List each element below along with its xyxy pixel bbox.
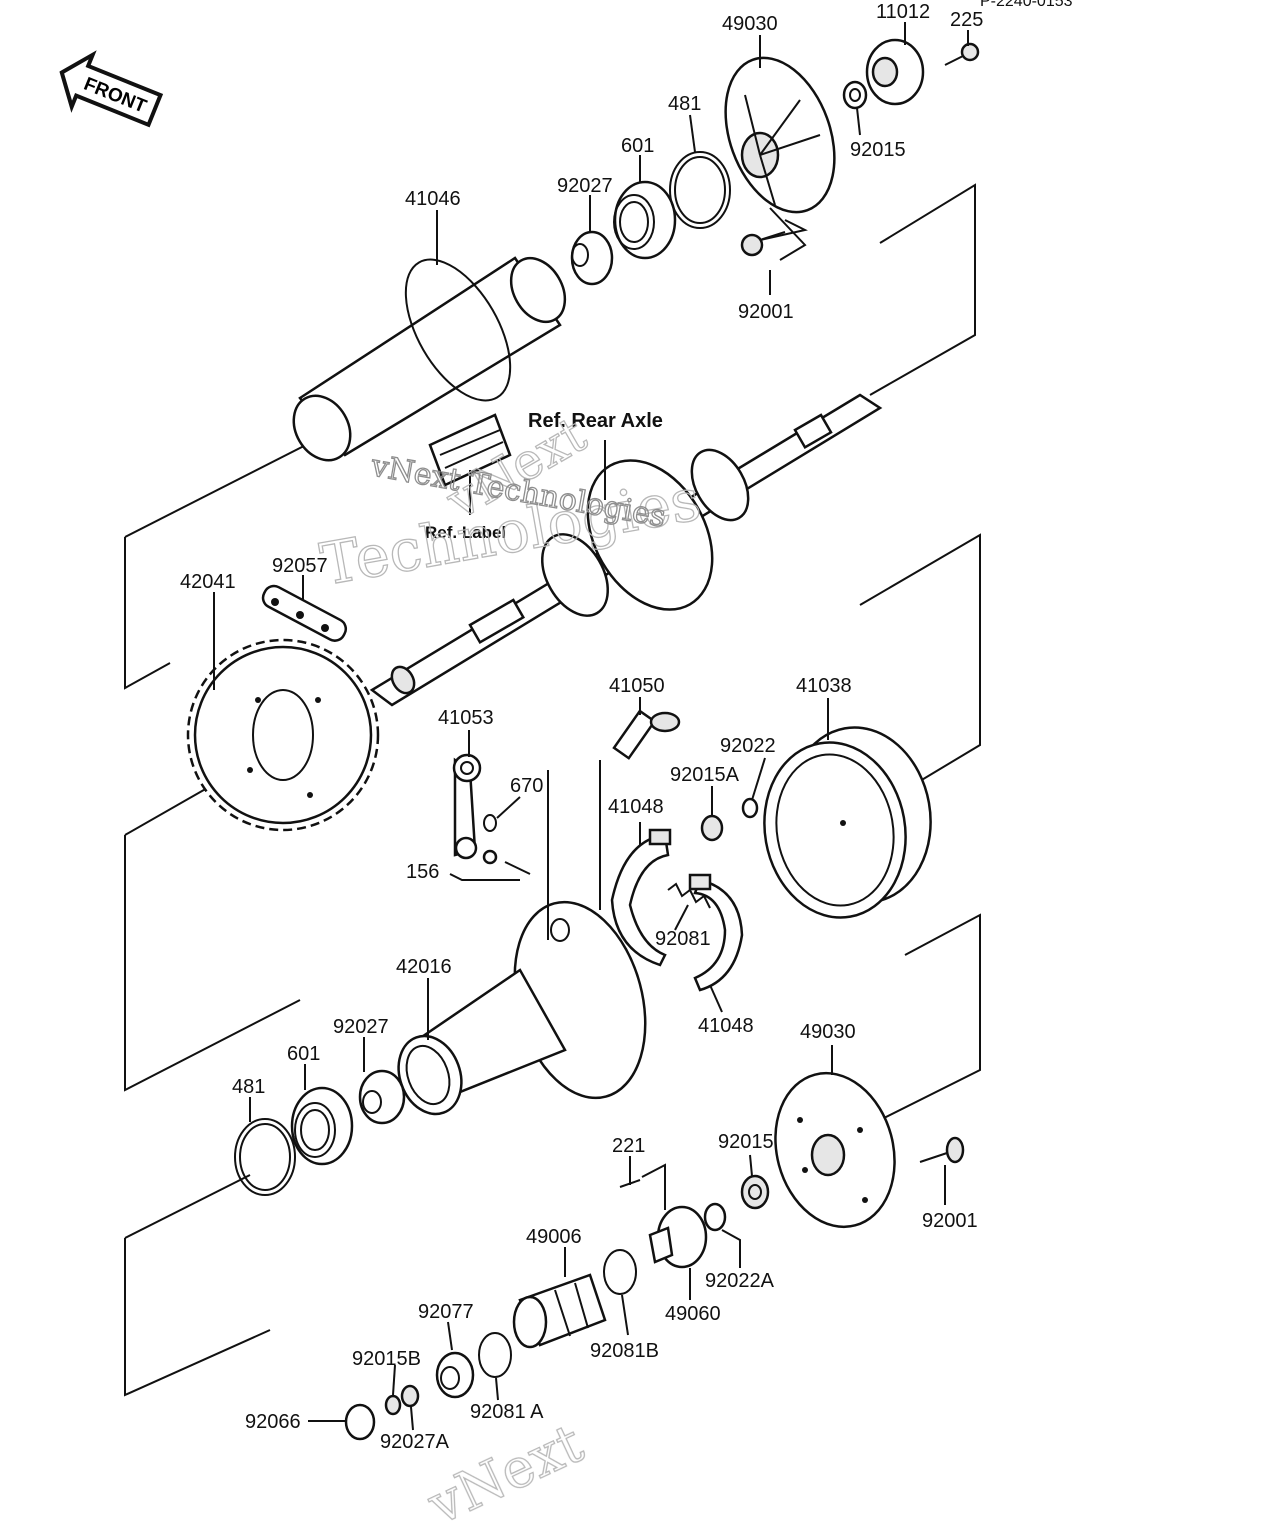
part-label-49030-bottom: 49030 [800,1021,856,1043]
o-ring-92081B [603,1249,637,1295]
hub-housing-42016 [397,900,647,1116]
nut-92015A [700,814,724,842]
washer-92022A [703,1202,727,1232]
brake-shoe-41048-upper [610,828,672,967]
o-ring-92081A [478,1332,512,1378]
nut-92015-bottom [740,1174,770,1210]
bolt-92001-top [740,219,808,257]
circlip-481-top [669,151,731,229]
reference-label-patch [428,413,512,487]
axle-tube-41046 [292,256,567,462]
boot-49006 [512,1273,607,1349]
cap-11012 [865,38,925,106]
part-label-670: 670 [510,775,543,797]
part-label-11012: 11012 [876,1,930,23]
watermark-text-4: vNext [418,1411,593,1536]
part-label-92081A: 92081 A [470,1401,544,1423]
part-label-92022: 92022 [720,735,776,757]
joint-49060 [648,1205,708,1269]
part-label-42016: 42016 [396,956,452,978]
part-label-41048-bottom: 41048 [698,1015,754,1037]
part-label-49030-top: 49030 [722,13,778,35]
part-label-92015-bottom: 92015 [718,1131,774,1153]
section-outline-bottom [124,913,981,1397]
washer-92022 [741,797,759,819]
part-label-49060: 49060 [665,1303,721,1325]
part-label-225: 225 [950,9,983,31]
part-label-41038: 41038 [796,675,852,697]
leader-156 [449,873,520,881]
part-label-92077: 92077 [418,1301,474,1323]
part-label-92081B: 92081B [590,1340,659,1362]
part-label-92015A: 92015A [670,764,740,786]
leader-lines [213,22,969,1431]
part-label-42041: 42041 [180,571,236,593]
nut-92077 [435,1351,475,1399]
part-label-41048-top: 41048 [608,796,664,818]
part-label-41053: 41053 [438,707,494,729]
part-label-92015-top: 92015 [850,139,906,161]
bolt-225 [944,42,980,66]
sprocket-42041 [186,638,380,832]
ref-label-label: Ref. Label [425,523,506,542]
front-arrow-icon: FRONT [59,50,164,128]
ref-rear-axle-label: Ref. Rear Axle [528,410,663,432]
brake-shoe-41048-lower [688,873,744,992]
part-labels: 49030 11012 225 481 601 92027 41046 9201… [180,1,983,1453]
part-label-601-bottom: 601 [287,1043,320,1065]
part-label-221: 221 [612,1135,645,1157]
part-label-92001-top: 92001 [738,301,794,323]
brake-drum-41038 [763,726,932,919]
part-label-92081: 92081 [655,928,711,950]
spacer-92027-middle [358,1069,406,1125]
bearing-601-bottom [290,1086,354,1166]
part-label-92022A: 92022A [705,1270,775,1292]
part-label-481-top: 481 [668,93,701,115]
part-label-601-top: 601 [621,135,654,157]
part-label-92027-middle: 92027 [333,1016,389,1038]
part-label-92027A: 92027A [380,1431,450,1453]
washer-92027A [400,1384,420,1408]
hub-flange-49030-bottom [774,1071,896,1229]
nut-92015-top [842,80,868,110]
spring-92081 [667,882,711,909]
part-label-156: 156 [406,861,439,883]
circlip-481-bottom [234,1118,296,1196]
hub-flange-49030-top [724,56,836,214]
part-label-92057: 92057 [272,555,328,577]
drawing-code: P-2240-0153 [980,0,1073,10]
cap-92066 [344,1403,376,1441]
part-label-481-bottom: 481 [232,1076,265,1098]
brake-lever-41053 [452,753,482,860]
part-label-92027-top: 92027 [557,175,613,197]
washer-670 [483,814,497,832]
part-label-92001-bottom: 92001 [922,1210,978,1232]
spacer-92027-top [570,230,614,286]
bolt-92001-bottom [919,1136,965,1164]
chain-link-92057 [261,584,348,642]
bearing-601-top [613,180,677,260]
part-label-41050: 41050 [609,675,665,697]
part-label-49006: 49006 [526,1226,582,1248]
nut-92015B [384,1394,402,1416]
brake-cam-41050 [612,709,681,760]
bolt-156 [482,849,531,875]
part-label-41046: 41046 [405,188,461,210]
part-label-92066: 92066 [245,1411,301,1433]
part-label-92015B: 92015B [352,1348,421,1370]
rear-axle-assembly [369,393,883,707]
